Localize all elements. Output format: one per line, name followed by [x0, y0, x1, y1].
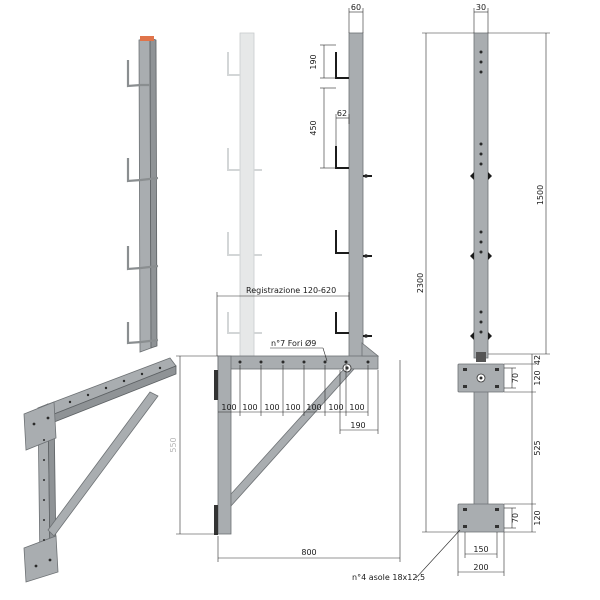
- hole-spacing-4: 100: [285, 403, 300, 412]
- front-connector: [476, 352, 486, 362]
- hole-spacing-1: 100: [221, 403, 236, 412]
- hole-spacing-5: 100: [306, 403, 321, 412]
- side-wall-leg: [217, 355, 232, 535]
- perspective-hook-2: [126, 158, 159, 183]
- hole-spacing-3: 100: [264, 403, 279, 412]
- side-arm: [217, 355, 379, 370]
- side-gusset: [361, 342, 380, 357]
- hole-spacing-7: 100: [349, 403, 364, 412]
- dim-hook-spacing-top: 190: [309, 54, 318, 69]
- front-dimensions: 30 2300 1500 42 70 120 525 70 12: [352, 3, 550, 582]
- holes-label: n°7 Fori Ø9: [271, 338, 316, 348]
- side-plate-top: [214, 370, 218, 400]
- front-dim-plate-upper-a: 70: [511, 373, 520, 383]
- front-dim-mid-length: 525: [533, 440, 542, 455]
- dim-overall-width: 800: [301, 548, 316, 557]
- perspective-hook-3: [126, 246, 159, 271]
- dim-top-width: 60: [351, 3, 361, 12]
- side-brace: [230, 368, 355, 508]
- front-view: [457, 32, 505, 533]
- front-post-upper: [473, 32, 489, 359]
- perspective-brace: [47, 391, 159, 537]
- front-dim-slot-spacing: 150: [473, 545, 488, 554]
- side-hook-3: [335, 230, 349, 254]
- dim-bracket-end: 190: [350, 421, 365, 430]
- dim-hook-offset: 62: [337, 109, 347, 118]
- front-dim-plate-width: 200: [473, 563, 488, 572]
- ghost-post: [239, 32, 255, 359]
- side-plate-bottom: [214, 505, 218, 535]
- side-view: [214, 32, 380, 535]
- side-post: [348, 32, 364, 359]
- front-plate-lower: [457, 503, 505, 533]
- front-dim-plate-lower-b: 120: [533, 510, 542, 525]
- hole-spacing-6: 100: [328, 403, 343, 412]
- slots-label: n°4 asole 18x12,5: [352, 573, 425, 582]
- dim-overall-height-left: 550: [169, 437, 178, 452]
- perspective-post-side: [149, 37, 158, 349]
- perspective-view: [23, 36, 177, 583]
- post-cap: [140, 36, 154, 41]
- adjustment-label: Registrazione 120-620: [246, 286, 336, 295]
- front-dim-small-top: 42: [533, 355, 542, 365]
- side-dimensions: 60 190 450 62 Registrazione 120-620 n°7 …: [169, 3, 401, 562]
- front-dim-top-width: 30: [476, 3, 486, 12]
- front-dim-plate-upper-b: 120: [533, 370, 542, 385]
- side-hook-1: [335, 52, 349, 79]
- perspective-hook-4: [126, 322, 159, 345]
- front-dim-plate-lower-a: 70: [511, 513, 520, 523]
- perspective-plate-bottom: [23, 535, 59, 583]
- side-hook-2: [335, 146, 349, 169]
- perspective-hook-1: [126, 60, 150, 88]
- side-hook-4: [335, 312, 349, 334]
- dim-hook-pitch: 450: [309, 120, 318, 135]
- hole-spacing-2: 100: [242, 403, 257, 412]
- front-dim-overall-height: 2300: [416, 273, 425, 293]
- front-dim-upper-length: 1500: [536, 185, 545, 205]
- perspective-plate-top: [23, 401, 57, 451]
